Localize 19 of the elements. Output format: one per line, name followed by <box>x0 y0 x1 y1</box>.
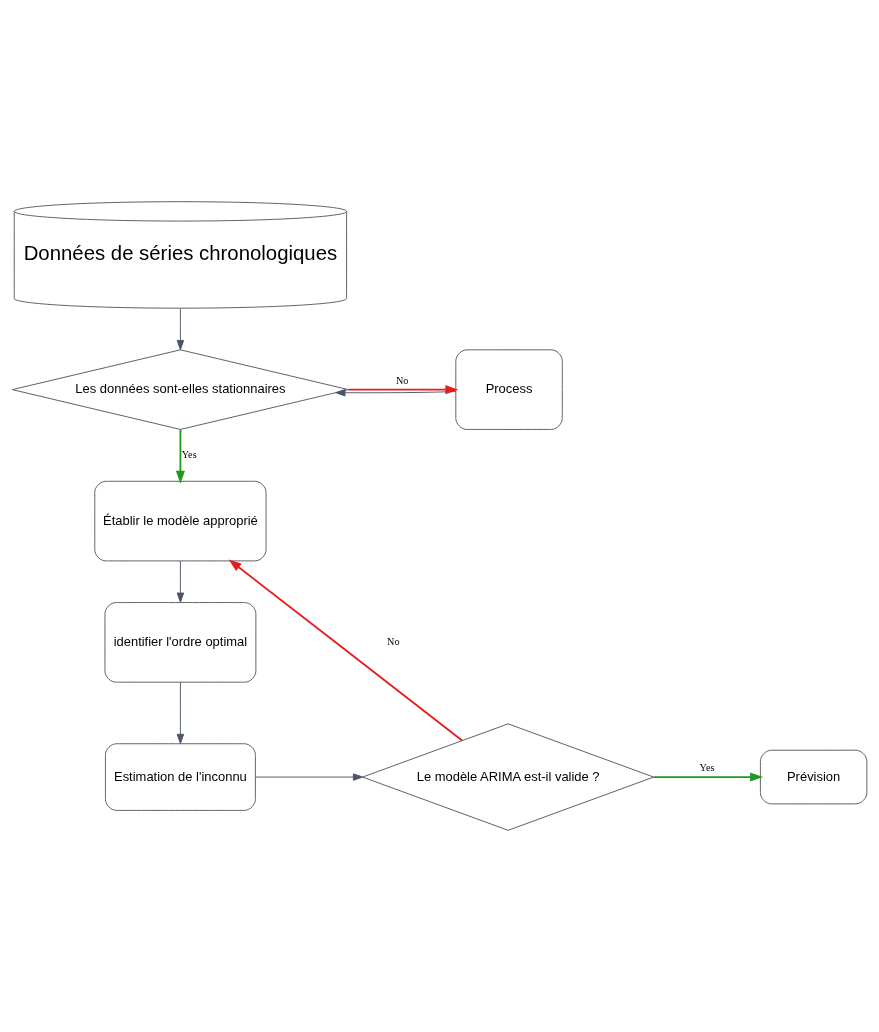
arrow <box>335 389 457 397</box>
arrow <box>347 385 459 395</box>
arrow <box>228 559 463 742</box>
arrow <box>255 773 364 781</box>
node-box: Process <box>455 349 563 430</box>
edge-label: Yes <box>699 762 715 774</box>
arrow <box>176 560 185 603</box>
edge-label: Yes <box>181 448 197 460</box>
edge-label: No <box>396 374 409 386</box>
node-box: Estimation de l'inconnu <box>104 743 256 811</box>
node-box: Prévision <box>759 749 868 805</box>
arrow <box>176 307 185 351</box>
edge-label: No <box>387 635 400 647</box>
arrow <box>176 681 185 744</box>
arrow <box>175 428 185 484</box>
node-box: identifier l'ordre optimal <box>104 602 257 683</box>
node-diamond: Le modèle ARIMA est-il valide ? <box>362 723 655 831</box>
node-box: Établir le modèle approprié <box>94 480 267 562</box>
arrow <box>652 772 764 782</box>
